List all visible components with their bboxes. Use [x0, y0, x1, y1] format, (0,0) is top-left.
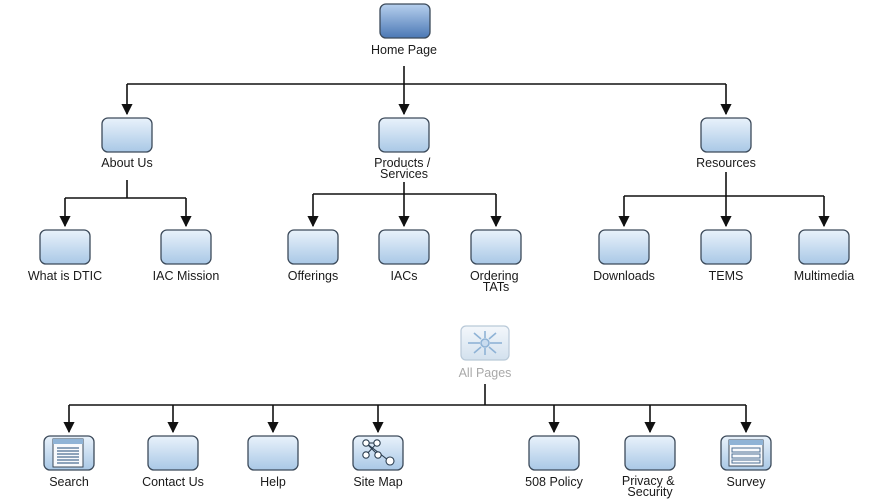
privacy-security-box[interactable]: [624, 435, 676, 471]
iac-mission-label: IAC Mission: [153, 269, 220, 283]
document-list-icon: [52, 438, 84, 468]
tems-label: TEMS: [709, 269, 744, 283]
what-is-dtic-box[interactable]: [39, 229, 91, 265]
contact-us-label: Contact Us: [142, 475, 204, 489]
connectors-bottom: [63, 384, 752, 434]
contact-us-box[interactable]: [147, 435, 199, 471]
ordering-tats-box[interactable]: [470, 229, 522, 265]
survey-label: Survey: [727, 475, 767, 489]
survey-node[interactable]: [720, 435, 772, 471]
site-map-node[interactable]: [352, 435, 404, 471]
offerings-label: Offerings: [288, 269, 339, 283]
multimedia-box[interactable]: [798, 229, 850, 265]
508-policy-box[interactable]: [528, 435, 580, 471]
help-label: Help: [260, 475, 286, 489]
about-us-label: About Us: [101, 156, 152, 170]
products-services-box[interactable]: [378, 117, 430, 153]
iacs-label: IACs: [390, 269, 417, 283]
site-map-label: Site Map: [353, 475, 402, 489]
search-node[interactable]: [43, 435, 95, 471]
products-services-label: Products / Services: [374, 156, 434, 181]
table-form-icon: [728, 439, 764, 467]
nodes-bottom: [43, 435, 772, 471]
all-pages-node[interactable]: [460, 325, 510, 361]
all-pages-label: All Pages: [459, 366, 512, 380]
resources-box[interactable]: [700, 117, 752, 153]
labels: Home Page About Us Products / Services R…: [28, 43, 854, 499]
what-is-dtic-label: What is DTIC: [28, 269, 102, 283]
508-policy-label: 508 Policy: [525, 475, 583, 489]
home-page-box[interactable]: [379, 3, 431, 39]
nodes-top: [39, 3, 850, 265]
multimedia-label: Multimedia: [794, 269, 854, 283]
search-label: Search: [49, 475, 89, 489]
ordering-tats-label: Ordering TATs: [470, 269, 522, 294]
iac-mission-box[interactable]: [160, 229, 212, 265]
help-box[interactable]: [247, 435, 299, 471]
offerings-box[interactable]: [287, 229, 339, 265]
downloads-box[interactable]: [598, 229, 650, 265]
about-us-box[interactable]: [101, 117, 153, 153]
home-page-label: Home Page: [371, 43, 437, 57]
connectors-top: [59, 66, 830, 228]
network-hub-icon: [468, 331, 502, 355]
tems-box[interactable]: [700, 229, 752, 265]
privacy-security-label: Privacy & Security: [622, 474, 678, 499]
iacs-box[interactable]: [378, 229, 430, 265]
resources-label: Resources: [696, 156, 756, 170]
downloads-label: Downloads: [593, 269, 655, 283]
sitemap-nodes-icon: [362, 439, 395, 466]
